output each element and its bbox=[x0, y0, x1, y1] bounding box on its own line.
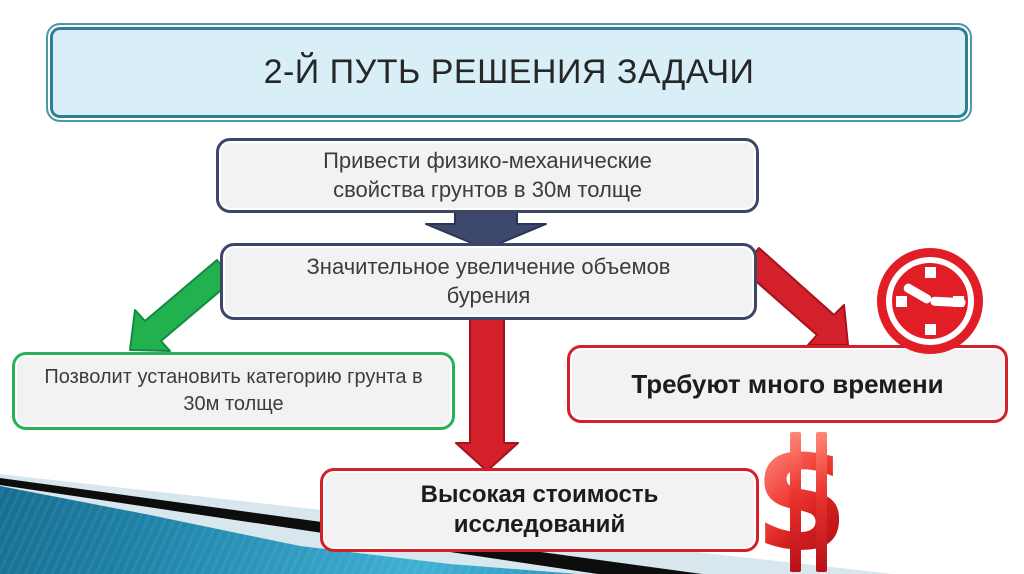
clock-tick-9 bbox=[896, 295, 907, 307]
clock-face-ring bbox=[886, 257, 974, 345]
node-benefit-label: Позволит установить категорию грунта в 3… bbox=[44, 366, 423, 415]
slide-title-box: 2-Й ПУТЬ РЕШЕНИЯ ЗАДАЧИ bbox=[46, 23, 972, 122]
clock-minute-hand bbox=[929, 296, 966, 308]
red-down-arrow bbox=[455, 314, 519, 472]
node-consequence-label: Значительное увеличение объемов бурения bbox=[306, 253, 671, 308]
node-consequence: Значительное увеличение объемов бурения bbox=[220, 243, 757, 320]
clock-icon bbox=[877, 248, 983, 354]
dollar-bar-right bbox=[816, 432, 827, 572]
dollar-icon: S bbox=[753, 432, 865, 574]
node-benefit: Позволит установить категорию грунта в 3… bbox=[12, 352, 455, 430]
node-premise: Привести физико-механические свойства гр… bbox=[216, 138, 759, 213]
red-diagonal-arrow bbox=[740, 247, 849, 346]
node-premise-label: Привести физико-механические свойства гр… bbox=[323, 147, 652, 202]
node-drawback-cost-label: Высокая стоимость исследований bbox=[420, 481, 659, 538]
node-drawback-cost: Высокая стоимость исследований bbox=[320, 468, 759, 552]
clock-tick-6 bbox=[924, 324, 936, 335]
dollar-s-glyph: S bbox=[755, 427, 849, 574]
slide-title: 2-Й ПУТЬ РЕШЕНИЯ ЗАДАЧИ bbox=[263, 53, 755, 91]
green-diagonal-arrow bbox=[129, 259, 234, 352]
node-drawback-time-label: Требуют много времени bbox=[631, 368, 944, 399]
clock-tick-12 bbox=[924, 267, 936, 278]
node-drawback-time: Требуют много времени bbox=[567, 345, 1008, 423]
dollar-bar-left bbox=[790, 432, 801, 572]
